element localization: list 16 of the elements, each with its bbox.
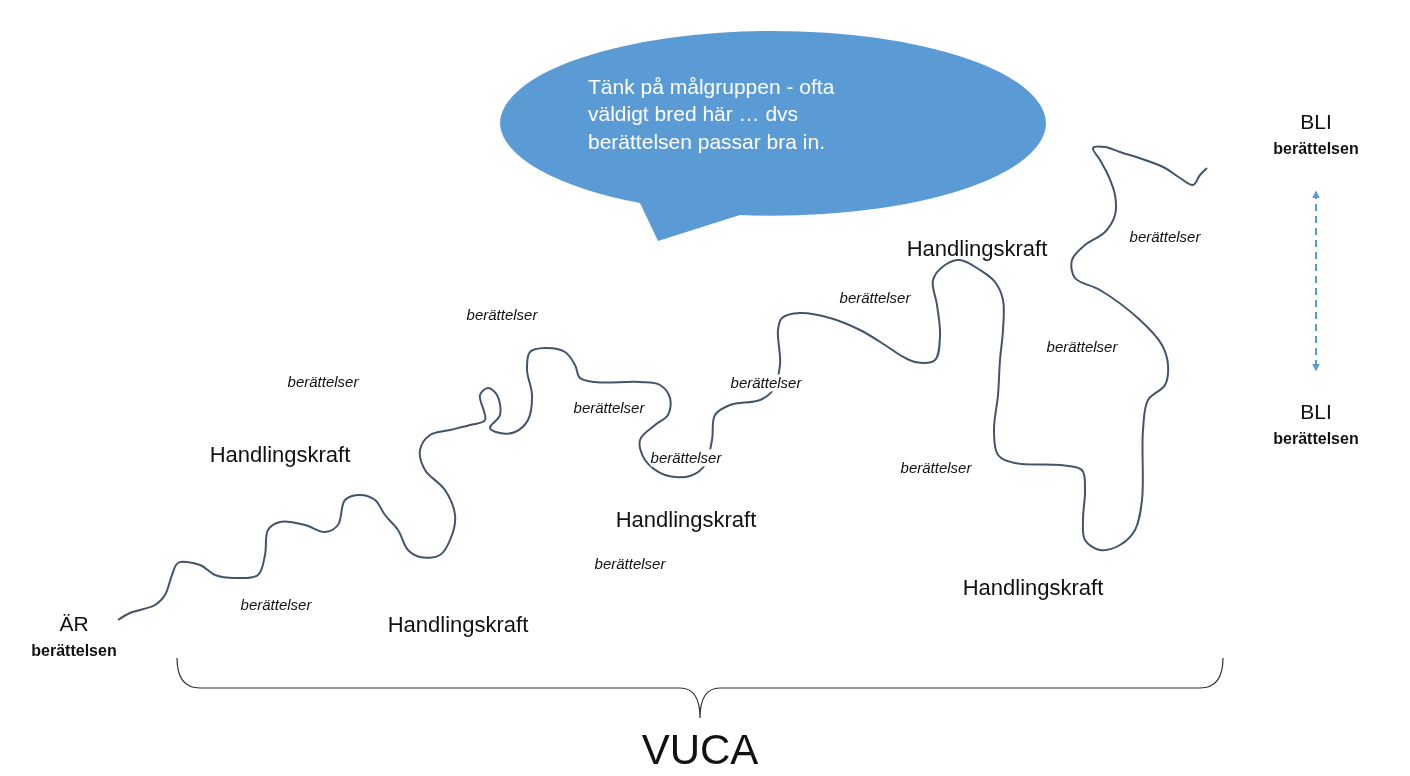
word-label: Handlingskraft <box>387 612 529 638</box>
state-label: BLI <box>1299 110 1333 135</box>
brace-label: VUCA <box>641 725 759 775</box>
word-label: Handlingskraft <box>906 236 1048 262</box>
word-label: Handlingskraft <box>615 507 757 533</box>
state-caption: berättelsen <box>30 642 118 661</box>
state-caption: berättelsen <box>1272 140 1360 159</box>
word-label: Handlingskraft <box>962 575 1104 601</box>
italic-label: berättelser <box>730 374 802 392</box>
state-label: BLI <box>1299 400 1333 425</box>
italic-label: berättelser <box>650 449 722 467</box>
state-caption: berättelsen <box>1272 430 1360 449</box>
bubble-text: Tänk på målgruppen - ofta väldigt bred här … dvs berättelsen passar bra in. <box>588 74 836 155</box>
double-arrow <box>1312 190 1320 372</box>
word-label: Handlingskraft <box>209 442 351 468</box>
state-label: ÄR <box>58 612 90 637</box>
